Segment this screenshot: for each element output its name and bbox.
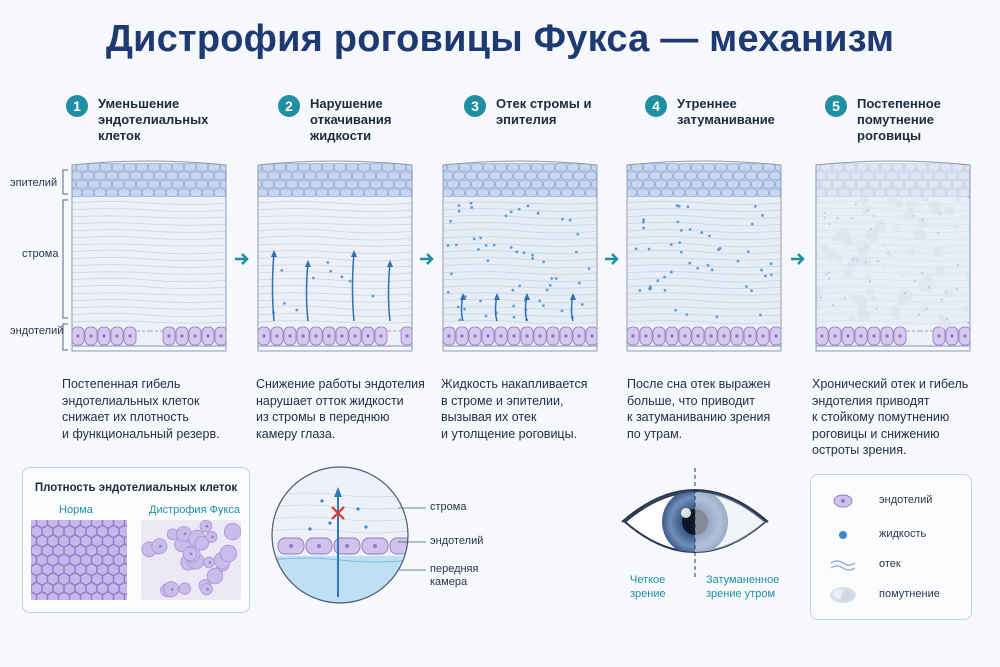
step-3-title: Отек стромы и эпителия bbox=[496, 96, 592, 127]
next-arrow-icon bbox=[420, 253, 434, 265]
normal-cells-mosaic bbox=[31, 520, 127, 600]
step-3-header: 3 Отек стромы и эпителия bbox=[464, 95, 634, 155]
step-4-number: 4 bbox=[645, 95, 667, 117]
step-3-number: 3 bbox=[464, 95, 486, 117]
legend-label: помутнение bbox=[879, 588, 940, 600]
zoom-label-leaders bbox=[398, 507, 426, 571]
endothelium-zoom-diagram bbox=[271, 466, 409, 604]
endothelial-density-box: Плотность эндотелиальных клеток Норма Ди… bbox=[22, 467, 250, 613]
step-1-title: Уменьшение эндотелиальных клеток bbox=[98, 96, 209, 143]
step-1-header: 1 Уменьшение эндотелиальных клеток bbox=[66, 95, 236, 155]
eye-vision-comparison bbox=[621, 468, 769, 578]
density-title: Плотность эндотелиальных клеток bbox=[34, 482, 238, 494]
legend-label: жидкость bbox=[879, 528, 927, 540]
legend-label: эндотелий bbox=[879, 494, 933, 506]
cornea-panel-2 bbox=[256, 157, 414, 357]
zoom-label-chamber: передняя камера bbox=[430, 563, 479, 588]
label-stroma: строма bbox=[22, 248, 59, 260]
eye-blurred-label: Затуманенное зрение утром bbox=[706, 574, 780, 600]
cornea-panel-5 bbox=[814, 157, 972, 357]
step-2-number: 2 bbox=[278, 95, 300, 117]
cornea-panel-1 bbox=[70, 157, 228, 357]
next-arrow-icon bbox=[605, 253, 619, 265]
step-5-title: Постепенное помутнение роговицы bbox=[857, 96, 941, 143]
eye-clear-label: Четкое зрение bbox=[630, 574, 666, 600]
step-5-header: 5 Постепенное помутнение роговицы bbox=[825, 95, 995, 155]
legend-label: отек bbox=[879, 558, 901, 570]
legend-item-edema: отек bbox=[811, 553, 971, 577]
step-2-header: 2 Нарушение откачивания жидкости bbox=[278, 95, 448, 155]
legend-item-opacity: помутнение bbox=[811, 583, 971, 607]
step-1-number: 1 bbox=[66, 95, 88, 117]
edema-wave-icon bbox=[830, 560, 856, 571]
fuchs-cells-mosaic bbox=[141, 520, 241, 600]
density-normal-label: Норма bbox=[59, 504, 93, 516]
label-epithelium: эпителий bbox=[10, 177, 58, 189]
label-endothelium: эндотелий bbox=[10, 325, 64, 337]
endothelial-cell-icon bbox=[833, 494, 853, 508]
step-4-header: 4 Утреннее затуманивание bbox=[645, 95, 815, 155]
density-fuchs-label: Дистрофия Фукса bbox=[149, 504, 240, 516]
zoom-label-endothelium: эндотелий bbox=[430, 535, 484, 547]
cornea-panel-3 bbox=[441, 157, 599, 357]
page-title: Дистрофия роговицы Фукса — механизм bbox=[105, 18, 895, 60]
zoom-label-stroma: строма bbox=[430, 501, 467, 513]
fluid-droplet-icon bbox=[839, 531, 847, 539]
legend-item-fluid: жидкость bbox=[811, 523, 971, 547]
step-2-title: Нарушение откачивания жидкости bbox=[310, 96, 392, 143]
legend: эндотелий жидкость отек помутнение bbox=[810, 474, 972, 620]
next-arrow-icon bbox=[791, 253, 805, 265]
step-4-title: Утреннее затуманивание bbox=[677, 96, 775, 127]
step-5-number: 5 bbox=[825, 95, 847, 117]
opacity-cloud-icon bbox=[830, 587, 856, 603]
cornea-panel-4 bbox=[625, 157, 783, 357]
next-arrow-icon bbox=[235, 253, 249, 265]
layer-bracket bbox=[62, 169, 68, 351]
legend-item-endothelium: эндотелий bbox=[811, 489, 971, 513]
